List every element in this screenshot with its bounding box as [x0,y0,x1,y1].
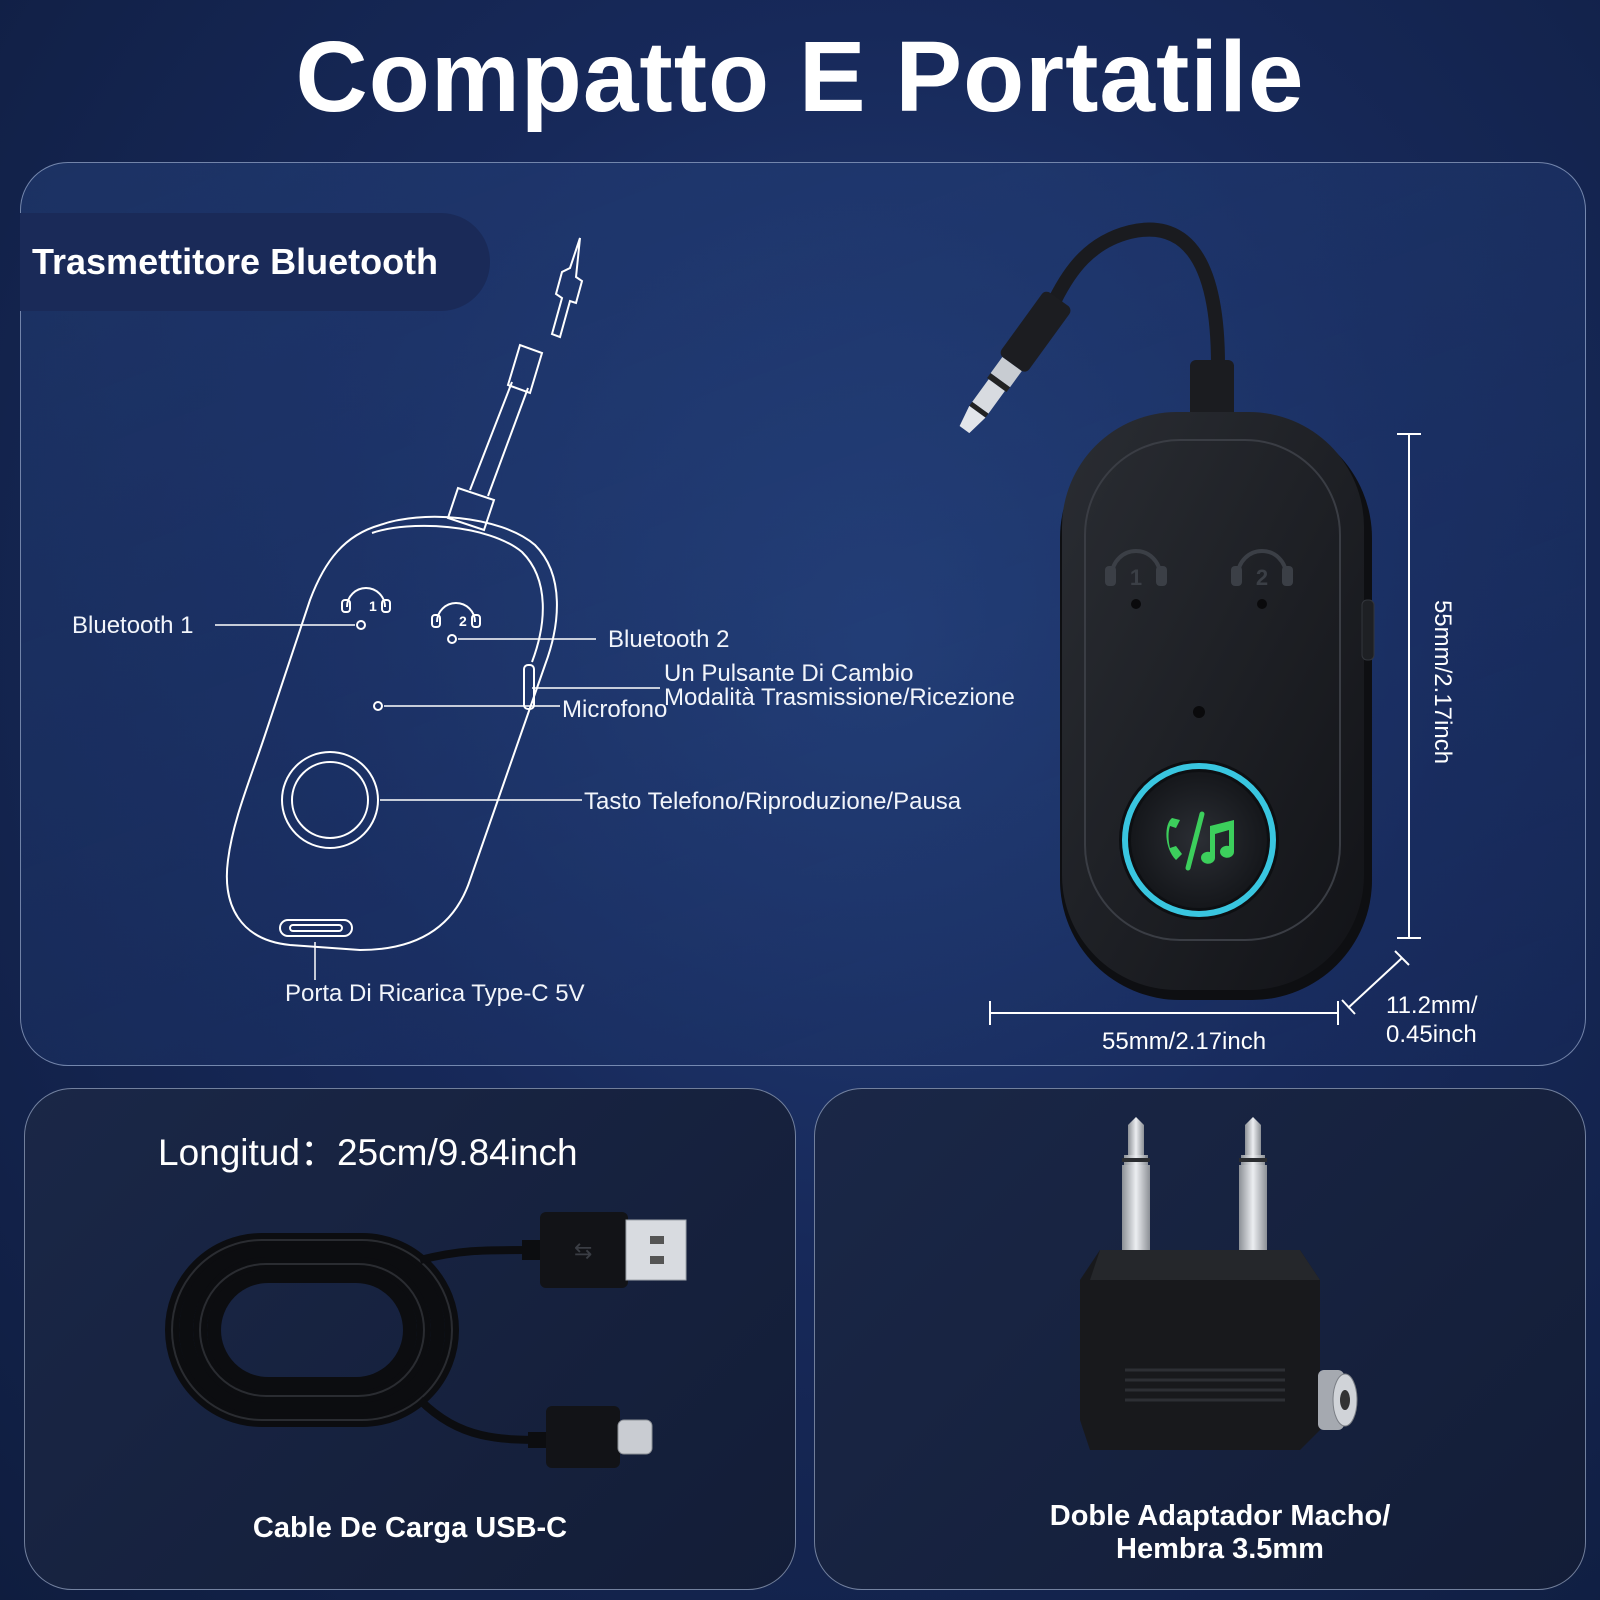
depth-dimension-line1: 11.2mm/ [1386,992,1478,1019]
callout-mode-switch-line2: Modalità Trasmissione/Ricezione [664,684,1015,711]
phone-music-icon [1158,808,1242,872]
adapter-caption-line2: Hembra 3.5mm [1116,1533,1324,1565]
hp2-mark: 2 [1256,565,1268,590]
callout-charging-port: Porta Di Ricarica Type-C 5V [285,980,585,1007]
hp1-mark-drawing: 1 [369,598,377,614]
adapter-caption-line1: Doble Adaptador Macho/ [1049,1500,1391,1532]
depth-dimension-line2: 0.45inch [1386,1021,1477,1048]
section-tab: Trasmettitore Bluetooth [20,213,490,311]
cable-caption: Cable De Carga USB-C [252,1512,568,1544]
hp1-mark: 1 [1130,565,1142,590]
width-dimension: 55mm/2.17inch [1102,1028,1267,1055]
page-title: Compatto E Portatile [295,21,1305,133]
hp2-mark-drawing: 2 [459,613,467,629]
callout-mode-switch-line1: Un Pulsante Di Cambio [664,660,914,687]
cable-length: Longitud：25cm/9.84inch [158,1132,578,1173]
callout-bluetooth-1: Bluetooth 1 [72,612,194,639]
callout-phone-button: Tasto Telefono/Riproduzione/Pausa [584,788,962,815]
callout-microphone: Microfono [562,696,668,723]
callout-bluetooth-2: Bluetooth 2 [608,626,730,653]
usb-icon: ⇆ [574,1238,593,1263]
